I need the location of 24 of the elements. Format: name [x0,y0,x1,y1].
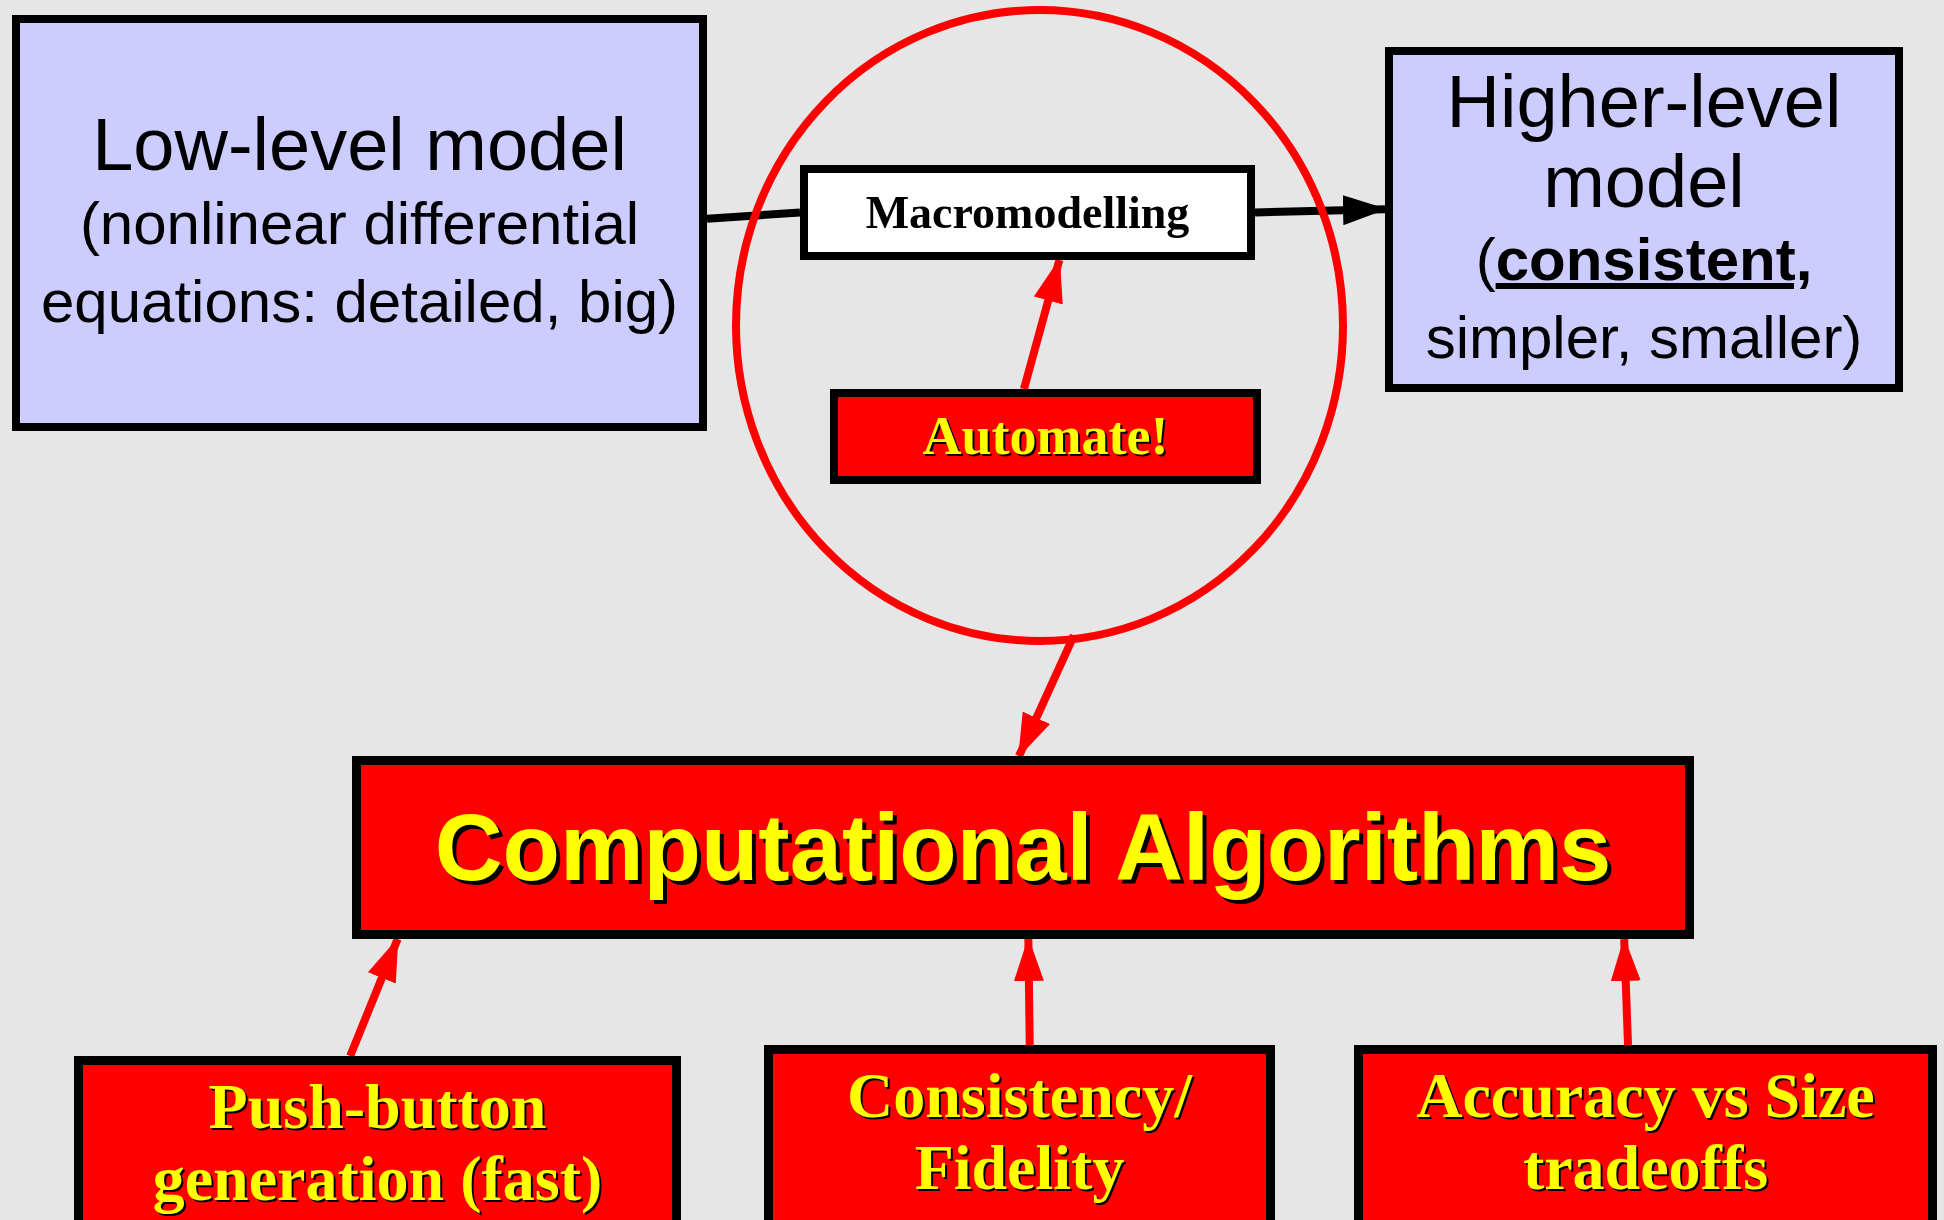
arrow [346,937,402,1058]
arrow [1013,937,1044,1046]
requirement-box [74,1056,681,1220]
requirement-label: Push-button generation (fast) [151,1071,604,1215]
callout-label: Automate! [922,406,1169,467]
process-box [800,165,1255,260]
model-box [12,15,707,431]
model-description: (nonlinear differential equations: detailed, big) [39,188,680,337]
algorithm-box [352,756,1694,939]
arrow [1015,633,1078,758]
model-title: Low-level model [92,105,627,185]
model-title: Higher-level model [1445,61,1843,222]
requirement-box [764,1045,1275,1220]
process-label: Macromodelling [865,186,1190,239]
model-description: (consistent, simpler, smaller) [1424,225,1864,374]
model-box [1385,47,1903,392]
requirement-box [1354,1045,1937,1220]
requirement-label: Accuracy vs Size tradeoffs [1415,1060,1876,1204]
central-title: Computational Algorithms [434,793,1612,902]
callout-box [830,389,1261,484]
arrow [1020,258,1064,391]
arrow [1610,937,1641,1046]
requirement-label: Consistency/ Fidelity [846,1060,1194,1204]
arrow [1254,195,1387,226]
